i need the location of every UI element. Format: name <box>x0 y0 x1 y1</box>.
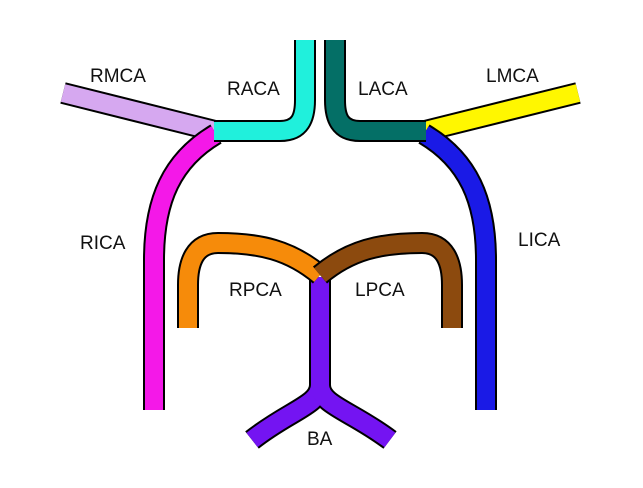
vessel-ba <box>245 277 397 449</box>
label-raca: RACA <box>227 79 280 100</box>
vessel-rica <box>143 124 222 410</box>
label-rpca: RPCA <box>229 280 282 301</box>
label-laca: LACA <box>358 79 408 100</box>
vessel-lpca <box>312 232 463 328</box>
vessel-lmca <box>422 82 581 142</box>
label-lpca: LPCA <box>355 280 405 301</box>
vessel-raca <box>214 40 316 142</box>
vessel-lica <box>418 124 497 410</box>
label-lica: LICA <box>518 230 561 251</box>
label-ba: BA <box>307 429 333 450</box>
label-lmca: LMCA <box>486 66 539 87</box>
vessel-rmca <box>60 82 218 142</box>
vessel-rpca <box>177 232 328 328</box>
vessel-laca <box>324 40 426 142</box>
label-rmca: RMCA <box>90 66 146 87</box>
label-rica: RICA <box>80 233 126 254</box>
